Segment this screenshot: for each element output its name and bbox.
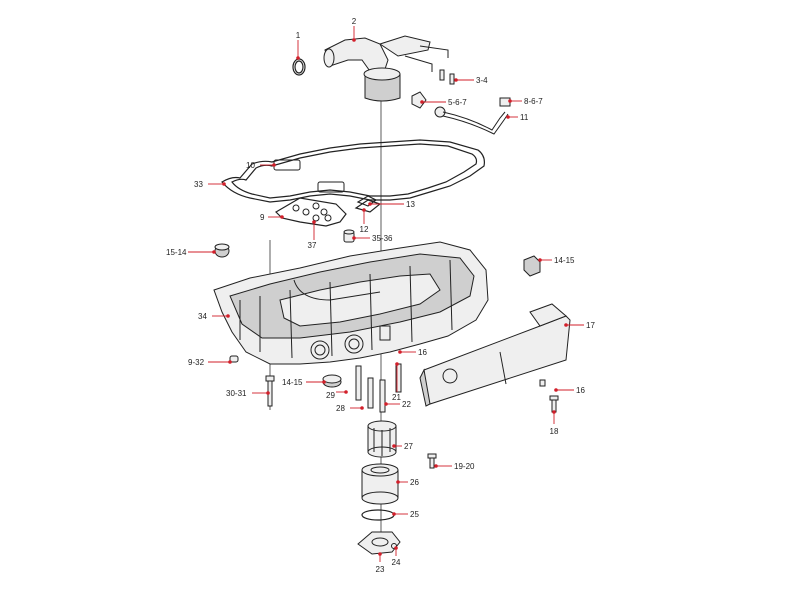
callout-label: 27 [404,442,413,451]
part-fitting-and-tube [411,91,511,135]
callout-label: 33 [194,180,203,189]
part-filter [361,463,399,505]
callout-label: 5-6-7 [448,98,467,107]
callout-label: 8-6-7 [524,97,543,106]
part-plug-right [523,255,541,277]
callout-label: 2 [352,17,357,26]
callout-label: 24 [392,558,401,567]
callout-label: 30-31 [226,389,247,398]
callout-label: 16 [576,386,585,395]
callout-label: 29 [326,391,335,400]
callout-label: 28 [336,404,345,413]
callout-label: 11 [520,113,529,122]
part-o-ring [292,58,306,76]
callout-label: 17 [586,321,595,330]
callout-label: 21 [392,393,401,402]
part-strainer [367,420,397,458]
callout-label: 26 [410,478,419,487]
part-cover-23 [357,531,401,555]
callout-label: 1 [296,31,301,40]
callout-label: 12 [360,225,369,234]
callout-label: 14-15 [282,378,303,387]
part-gasket-33 [221,139,485,203]
callout-label: 9 [260,213,265,222]
callout-label: 23 [376,565,385,574]
part-hole-37 [312,214,320,222]
callout-label: 18 [550,427,559,436]
part-seal-29 [322,374,342,388]
callout-label: 16 [418,348,427,357]
callout-label: 15-14 [166,248,187,257]
callout-label: 34 [198,312,207,321]
callout-label: 22 [402,400,411,409]
part-gasket-12 [356,195,378,207]
part-o-ring-25 [361,509,395,521]
callout-labels: 1 2 3-4 5-6-7 8-6-7 11 10 33 9 13 12 37 … [166,17,595,574]
callout-label: 35-36 [372,234,393,243]
part-plug-left [214,243,230,258]
callout-label: 9-32 [188,358,205,367]
callout-label: 37 [308,241,317,250]
part-filler-neck [323,35,449,102]
callout-label: 10 [246,161,255,170]
callout-label: 3-4 [476,76,488,85]
part-bolts-3-4 [439,69,455,85]
callout-label: 14-15 [554,256,575,265]
part-plug-35-36 [343,229,355,243]
part-oil-pan [213,241,489,365]
callout-dots [212,38,568,556]
part-side-cover [419,303,571,407]
callout-label: 25 [410,510,419,519]
callout-label: 19-20 [454,462,475,471]
callout-label: 13 [406,200,415,209]
